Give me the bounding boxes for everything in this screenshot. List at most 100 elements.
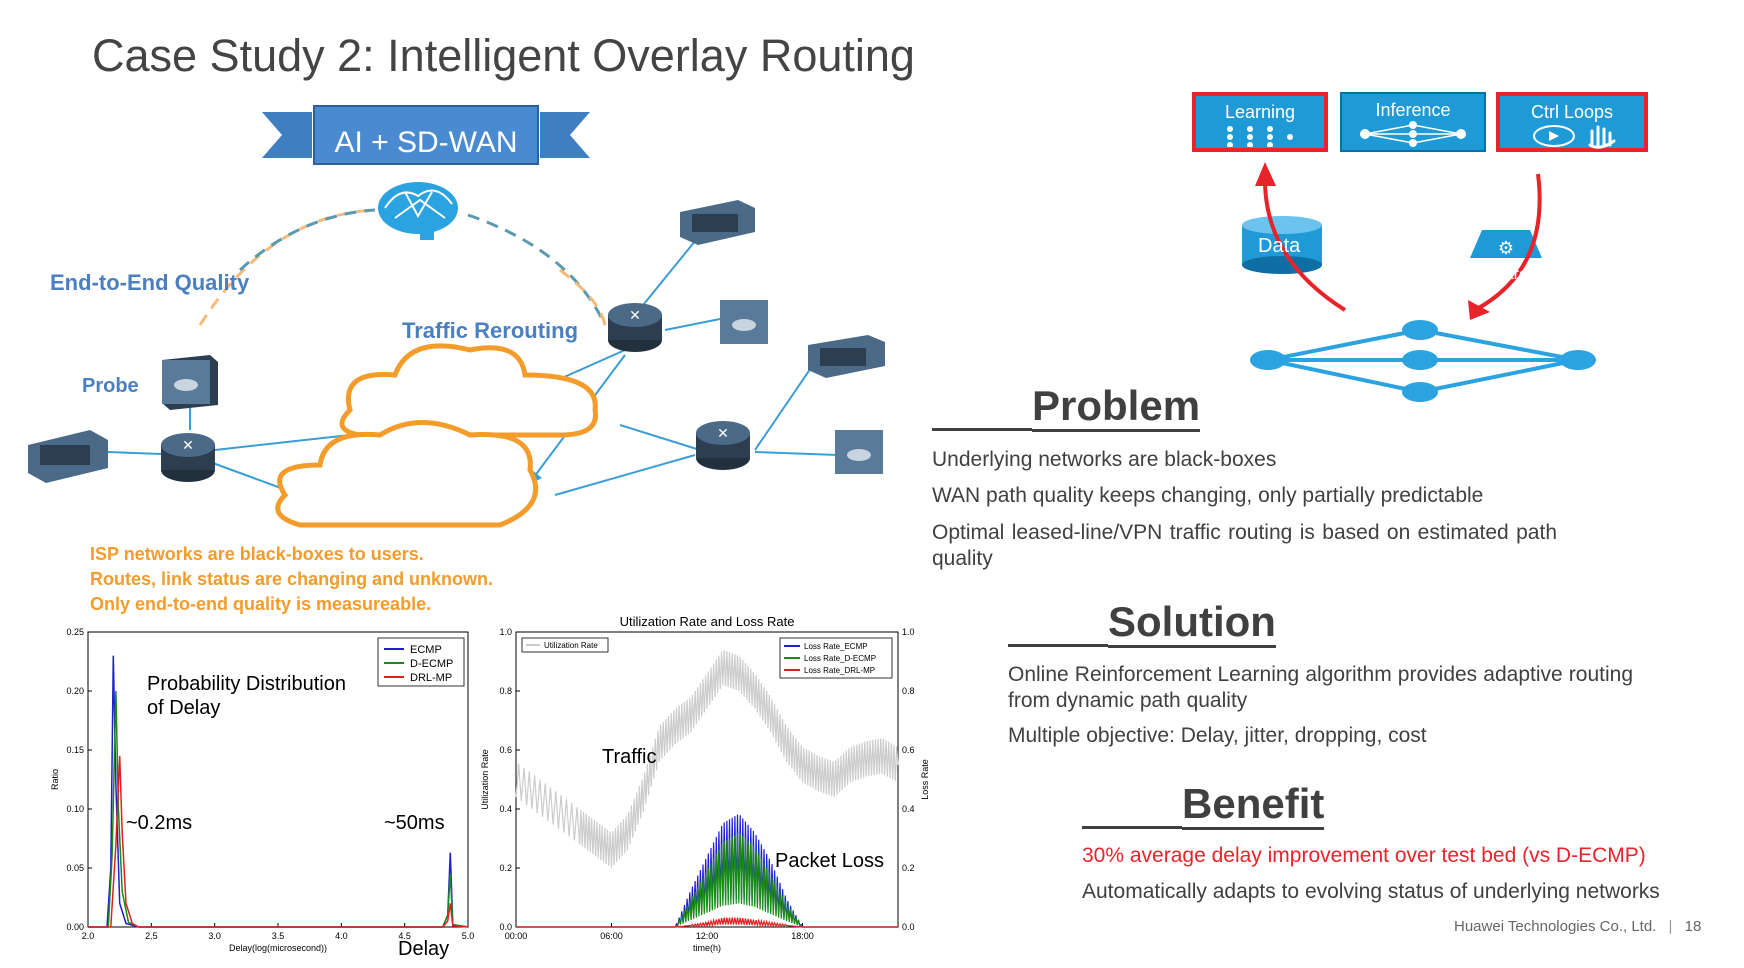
- chart1-x-tick-label: 4.0: [335, 931, 348, 941]
- problem-underline: [932, 390, 1032, 431]
- solution-heading-text: Solution: [1108, 598, 1276, 648]
- neural-net-icon: [1227, 126, 1293, 148]
- chart1-annotation-0.2ms: ~0.2ms: [126, 812, 193, 834]
- learning-arrow-head: [1255, 162, 1276, 186]
- chart1-x-axis-label: Delay(log(microsecond)): [229, 943, 327, 953]
- chart1-y-axis-label: Ratio: [50, 769, 60, 790]
- chart1-x-tick-label: 3.0: [208, 931, 221, 941]
- module-inference: Inference: [1340, 92, 1486, 152]
- ctrl-loops-icon: [1533, 125, 1616, 149]
- benefit-heading: Benefit: [1082, 780, 1325, 830]
- e2e-arc-teal: [238, 208, 376, 272]
- module-inference-label: Inference: [1375, 100, 1451, 120]
- chart2-y-tick-label: 0.2: [499, 863, 512, 873]
- chart1-legend-label: D-ECMP: [410, 658, 453, 670]
- isp-note: Routes, link status are changing and unk…: [90, 569, 494, 589]
- server-device-icon: [835, 430, 883, 474]
- router-icon: ✕: [696, 421, 750, 470]
- chart2-y2-tick-label: 0.4: [902, 804, 915, 814]
- solution-underline: [1008, 606, 1108, 647]
- svg-text:✕: ✕: [182, 438, 194, 454]
- chart1-y-tick-label: 0.00: [66, 922, 84, 932]
- isp-note: ISP networks are black-boxes to users.: [90, 544, 424, 564]
- router-icon: ✕: [608, 303, 662, 352]
- chart1-y-tick-label: 0.05: [66, 863, 84, 873]
- isp-cloud-front: [275, 420, 539, 528]
- chart2-x-tick-label: 00:00: [505, 931, 528, 941]
- chart2-y-tick-label: 0.0: [499, 922, 512, 932]
- solution-item: Online Reinforcement Learning algorithm …: [1008, 663, 1633, 712]
- probe-label: Probe: [82, 375, 139, 397]
- chart1-x-tick-label: 4.5: [398, 931, 411, 941]
- chart2-y2-axis-label: Loss Rate: [920, 759, 930, 800]
- solution-heading: Solution: [1008, 598, 1276, 648]
- module-ctrl-loops: Ctrl Loops: [1496, 92, 1648, 152]
- chart2-x-tick-label: 12:00: [696, 931, 719, 941]
- footer-separator: |: [1668, 918, 1673, 935]
- chart1-x-tick-label: 2.0: [82, 931, 95, 941]
- reroute-arc-orange: [559, 268, 607, 326]
- svg-text:✕: ✕: [717, 426, 729, 442]
- control-loop-diagram: ⚙: [1242, 162, 1596, 402]
- benefit-underline: [1082, 788, 1182, 829]
- chart1-y-tick-label: 0.15: [66, 745, 84, 755]
- problem-heading-text: Problem: [1032, 382, 1201, 432]
- chart1-legend-label: DRL-MP: [410, 672, 452, 684]
- chart2-y-tick-label: 0.4: [499, 804, 512, 814]
- banner-ribbon: [262, 105, 590, 165]
- module-ctrl-loops-label: Ctrl Loops: [1530, 102, 1614, 122]
- chart2-annotation-traffic: Traffic: [602, 746, 657, 768]
- building-icon: [808, 335, 885, 378]
- server-device-icon: [720, 300, 768, 344]
- chart1-x-tick-label: 3.5: [272, 931, 285, 941]
- chart2-y-tick-label: 0.6: [499, 745, 512, 755]
- benefit-item-highlight: 30% average delay improvement over test …: [1082, 844, 1646, 867]
- chart1-series-line: [88, 690, 469, 928]
- chart2-legend-label: Utilization Rate: [544, 641, 598, 650]
- ctrl-arrow: [1474, 173, 1542, 312]
- building-icon: [28, 430, 108, 483]
- brain-icon: [378, 182, 458, 240]
- chart2-legend-label: Loss Rate_DRL-MP: [804, 666, 875, 675]
- chart1-bottom-label: Delay: [398, 938, 450, 960]
- traffic-rerouting-label: Traffic Rerouting: [402, 318, 579, 343]
- overlay-network-diagram: AI + SD-WAN ✕: [28, 105, 885, 528]
- chart2-legend-left: [521, 637, 609, 653]
- chart1-y-tick-label: 0.10: [66, 804, 84, 814]
- controller-label: Controller: [1480, 266, 1550, 283]
- chart1-x-tick-label: 2.5: [145, 931, 158, 941]
- chart2-series-line: [515, 650, 899, 869]
- e2e-arc-orange: [198, 208, 376, 326]
- chart2-y2-tick-label: 0.2: [902, 863, 915, 873]
- chart1-y-tick-label: 0.20: [66, 686, 84, 696]
- chart1-annotation-title: Probability Distribution of Delay: [147, 673, 346, 719]
- controller-icon: ⚙: [1470, 230, 1542, 259]
- isp-notes: ISP networks are black-boxes to users. R…: [90, 542, 493, 617]
- chart1-legend-label: ECMP: [410, 644, 442, 656]
- topology-links: [1267, 328, 1579, 394]
- chart1-series-line: [88, 755, 469, 928]
- benefit-item: Automatically adapts to evolving status …: [1082, 880, 1660, 903]
- chart2-y-axis-label: Utilization Rate: [480, 749, 490, 810]
- ctrl-arrow-head: [1468, 300, 1490, 320]
- chart2-x-axis-label: time(h): [693, 943, 721, 953]
- building-icon: [680, 200, 755, 245]
- reroute-arc-teal: [467, 213, 607, 326]
- chart2-series-line: [516, 917, 898, 928]
- chart2-annotation-packet-loss: Packet Loss: [775, 850, 884, 872]
- chart2-x-tick-label: 18:00: [791, 931, 814, 941]
- svg-text:⚙: ⚙: [1498, 238, 1514, 259]
- banner-text: AI + SD-WAN: [334, 126, 517, 159]
- probe-device-icon: [162, 355, 218, 410]
- chart2-legend-label: Loss Rate_ECMP: [804, 642, 868, 651]
- problem-item: Optimal leased-line/VPN traffic routing …: [932, 521, 1557, 570]
- page-title: Case Study 2: Intelligent Overlay Routin…: [92, 30, 915, 81]
- module-learning-label: Learning: [1224, 102, 1296, 122]
- isp-note: Only end-to-end quality is measureable.: [90, 594, 432, 614]
- data-label: Data: [1258, 235, 1301, 257]
- router-icon: ✕: [161, 433, 215, 482]
- data-cylinder-icon: [1242, 216, 1322, 274]
- topology-nodes: [1250, 320, 1596, 402]
